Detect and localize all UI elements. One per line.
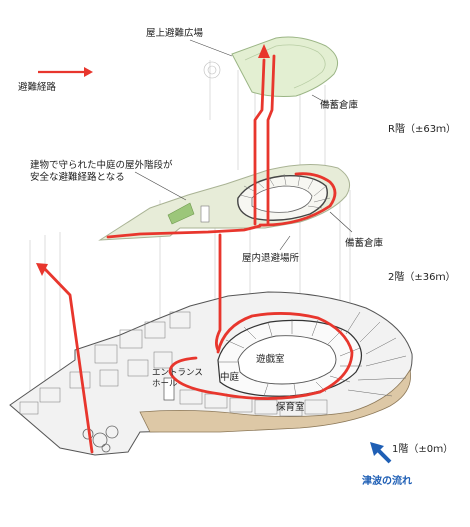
courtyard-label: 中庭: [220, 372, 240, 383]
second-level-label: 2階（±36ｍ）: [388, 272, 456, 283]
evacuation-route: [42, 54, 354, 454]
legend-arrow: [38, 67, 93, 77]
legend-label: 避難経路: [18, 82, 57, 93]
playroom-label: 遊戯室: [256, 354, 285, 365]
roof-plan: [203, 36, 339, 97]
entrance-canopy: [82, 425, 119, 453]
first-level-label: 1階（±0ｍ）: [392, 444, 454, 455]
entrance-hall-label: エントランス ホール: [152, 368, 203, 389]
route-arrowheads: [36, 44, 270, 276]
nursery-label: 保育室: [276, 402, 305, 413]
indoor-refuge-label: 屋内退避場所: [242, 253, 300, 264]
rooftop-plaza-label: 屋上避難広場: [146, 28, 204, 39]
roof-storage-label: 備蓄倉庫: [320, 100, 359, 111]
tsunami-label: 津波の流れ: [362, 476, 412, 487]
second-floor-plan: [98, 163, 351, 241]
first-floor-plan: [9, 291, 413, 456]
leader-lines: [134, 39, 353, 251]
roof-level-label: R階（±63ｍ）: [388, 124, 457, 135]
tsunami-arrow: [370, 442, 392, 464]
courtyard-stairs-note: 建物で守られた中庭の屋外階段が 安全な避難経路となる: [30, 160, 173, 183]
second-floor-storage-label: 備蓄倉庫: [345, 238, 384, 249]
